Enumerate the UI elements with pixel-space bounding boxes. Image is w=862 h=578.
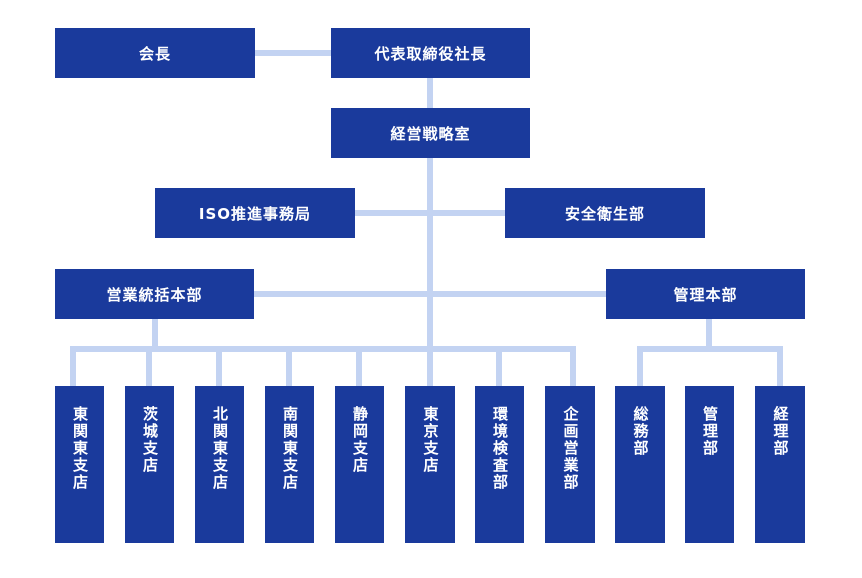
unit-label: 静岡支店	[351, 406, 369, 474]
box-sales-unit: 東関東支店	[55, 386, 104, 543]
box-label: ISO推進事務局	[198, 204, 312, 223]
connector-admin-branch-bar	[637, 346, 783, 352]
box-label: 管理本部	[673, 285, 738, 304]
connector-sales-drop	[152, 318, 158, 352]
box-label: 代表取締役社長	[374, 44, 487, 63]
unit-label: 南関東支店	[281, 406, 299, 491]
box-sales-unit: 北関東支店	[195, 386, 244, 543]
connector-division-bar	[254, 291, 606, 297]
unit-label: 東京支店	[421, 406, 440, 474]
box-label: 経営戦略室	[390, 124, 471, 143]
box-safety-dept: 安全衛生部	[505, 188, 705, 238]
box-sales-unit: 東京支店	[405, 386, 455, 543]
box-strategy-office: 経営戦略室	[331, 108, 530, 158]
box-president: 代表取締役社長	[331, 28, 530, 78]
box-sales-unit: 茨城支店	[125, 386, 174, 543]
box-label: 安全衛生部	[564, 204, 645, 223]
connector-stub	[496, 346, 502, 386]
box-admin-unit: 管理部	[685, 386, 734, 543]
connector-stub	[637, 346, 643, 386]
unit-label: 管理部	[701, 406, 719, 457]
connector-stub	[777, 346, 783, 386]
box-label: 営業統括本部	[106, 285, 203, 304]
box-sales-unit: 企画営業部	[545, 386, 595, 543]
box-sales-unit: 南関東支店	[265, 386, 314, 543]
connector-main-trunk	[427, 78, 433, 386]
unit-label: 北関東支店	[211, 406, 229, 491]
unit-label: 東関東支店	[71, 406, 89, 491]
connector-stub	[286, 346, 292, 386]
box-chairman: 会長	[55, 28, 255, 78]
connector-sales-branch-bar	[70, 346, 576, 352]
connector-stub	[356, 346, 362, 386]
connector-stub	[146, 346, 152, 386]
unit-label: 茨城支店	[141, 406, 159, 474]
box-admin-division: 管理本部	[606, 269, 805, 319]
box-admin-unit: 経理部	[755, 386, 805, 543]
connector-admin-drop	[706, 318, 712, 352]
connector-chairman-president	[255, 50, 331, 56]
unit-label: 環境検査部	[491, 406, 509, 491]
box-sales-unit: 静岡支店	[335, 386, 384, 543]
box-iso-office: ISO推進事務局	[155, 188, 355, 238]
unit-label: 総務部	[631, 406, 650, 457]
box-sales-division: 営業統括本部	[55, 269, 254, 319]
connector-stub	[570, 346, 576, 386]
unit-label: 企画営業部	[561, 406, 580, 491]
box-admin-unit: 総務部	[615, 386, 665, 543]
connector-staff-bar	[355, 210, 505, 216]
box-label: 会長	[138, 44, 171, 63]
connector-stub	[70, 346, 76, 386]
unit-label: 経理部	[771, 406, 790, 457]
box-sales-unit: 環境検査部	[475, 386, 524, 543]
connector-stub	[216, 346, 222, 386]
